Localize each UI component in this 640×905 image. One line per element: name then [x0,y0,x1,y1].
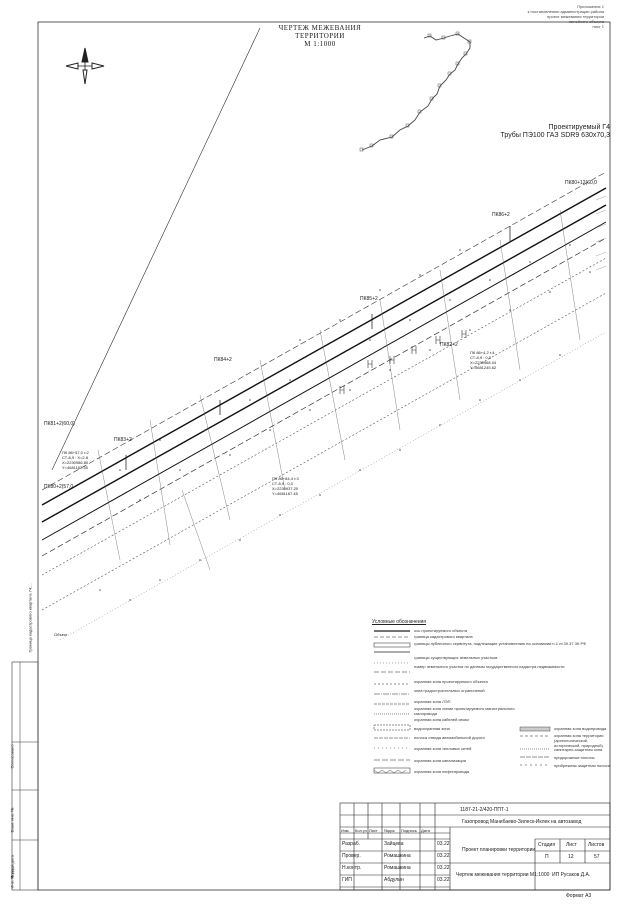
point-label-x: X=2230937.20 [272,486,299,491]
point-label-x: X=2230968.04 [470,360,497,365]
legend-item: границы существующих земельных участков [414,655,498,660]
corner-note-line: лист 1 [592,24,604,29]
legend-item: водоохранная зона [414,726,450,731]
legend-item: охранная зона нефтепровода [414,769,470,774]
tb-role: Провер. [342,853,361,859]
point-label-x: X=2230986.80 [62,460,89,465]
side-stamp-label: Инв. № подл. [9,863,15,889]
tb-col: Кол.уч [355,828,367,833]
tb-org: ИП Русаков Д.А. [552,872,591,878]
pipe-label-line-2: Трубы ПЭ100 ГАЗ SDR9 630х70,3 [500,132,610,139]
tb-drawing-name: Чертеж межевания территории М1:1000 [456,872,550,878]
tb-col: №док [384,828,395,833]
road-label: Объект [54,632,68,637]
point-label: ПК 86+84,4 т.3 СТ-8,9 : 0,0 X=2230937.20… [272,476,342,496]
legend-item: охранная зона кабелей связи [414,717,469,722]
legend-item-right: придорожные полосы [554,755,595,760]
tb-sheets: 57 [594,854,600,860]
tb-name: Ромашкина [384,865,411,871]
point-label-y: Y=4681245.62 [470,365,497,370]
legend-header: Условные обозначения [372,619,427,625]
tb-sheet-header: Лист [566,842,577,848]
pk-label: ПК80+12(60,0 [565,180,597,186]
tb-stage: П [545,854,549,860]
pk-label: ПК83+2 [114,437,132,443]
north-arrow-icon [65,47,105,85]
legend-item: ось проектируемого объекта [414,628,468,633]
tb-col: Дата [421,828,430,833]
corner-note-line: линейного объекта [568,19,604,24]
corner-note-line: проект межевания территории [547,14,604,19]
legend-item: номер земельного участка по данным госуд… [414,664,565,669]
tb-project: Газопровод Манибаево-Зилеск-Иклек на авт… [462,819,582,825]
tb-role: Н.контр. [342,865,362,871]
tb-sheet: 12 [568,854,574,860]
pk-label: ПК84+2 [214,357,232,363]
pk-label: ПК81+2(60,0) [44,421,75,427]
legend-item: зона градостроительных ограничений [414,688,485,693]
point-label-sub: СТ-8,9 : Х=2.8 [62,455,88,460]
pipe-label: Проектируемый Г4 Трубы ПЭ100 ГАЗ SDR9 63… [470,124,610,140]
legend-item-right: охранная зона территории (археологическо… [554,733,604,748]
legend-item: охранная зона канализации [414,758,466,763]
corner-note: Приложение 1 к постановлению администрац… [500,4,604,29]
legend-item: охранная зона тепловых сетей [414,746,472,751]
sheet-title-text: ЧЕРТЕЖ МЕЖЕВАНИЯ ТЕРРИТОРИИ [278,24,362,40]
tb-col: Изм. [341,828,350,833]
legend-item: охранная зона проектируемого объекта [414,679,488,684]
corner-note-line: к постановлению администрации района [527,9,604,14]
side-stamp-label: Согласовано [9,744,15,769]
pk-label: ПК80+2(57,0 [44,484,74,490]
pk-label: ПК85+2 [360,296,378,302]
legend-item: границы публичного сервитута, подлежащие… [414,641,587,646]
point-label-sub: СТ-8,9 : 0,0 [272,481,293,486]
tb-date: 03.22 [437,877,450,883]
pipe-label-line-1: Проектируемый Г4 [548,124,610,131]
tb-col: Подпись [401,828,417,833]
point-label-name: ПК 86+57,0 т.2 [62,450,89,455]
left-edge-label: Граница кадастрового квартала 74:... [27,583,33,653]
legend-item-right: санитарно-защитная зона [554,747,603,752]
tb-date: 03.22 [437,841,450,847]
tb-role: Разраб. [342,841,361,847]
tb-sheets-header: Листов [588,842,605,848]
legend-item-right: охранная зона водопровода [554,726,607,731]
tb-name: Зайцева [384,841,404,847]
tb-role: ГИП [342,877,352,883]
legend-item: полоса отвода автомобильной дороги [414,735,485,740]
pk-label: ПК82+2 [440,342,458,348]
sheet-title: ЧЕРТЕЖ МЕЖЕВАНИЯ ТЕРРИТОРИИ М 1:1000 [260,24,380,48]
tb-stage-header: Стадия [538,842,556,848]
tb-format: Формат А3 [566,893,592,899]
point-label-y: Y=4681162.35 [62,465,88,470]
point-label-y: Y=4681167.45 [272,491,298,496]
tb-name: Ромашкина [384,853,411,859]
point-label-name: ПК 86+4,2 т.4 [470,350,495,355]
point-label-name: ПК 86+84,4 т.3 [272,476,299,481]
point-label: ПК 86+4,2 т.4 СТ-8,9 : 0,0 X=2230968.04 … [470,350,540,370]
sheet-scale: М 1:1000 [304,40,336,48]
point-label: ПК 86+57,0 т.2 СТ-8,9 : Х=2.8 X=2230986.… [62,450,122,470]
tb-code: 1187-21-2/420-ППТ-1 [460,807,509,813]
tb-date: 03.22 [437,853,450,859]
corner-note-line: Приложение 1 [577,4,604,9]
tb-doc-name: Проект планировки территории [462,847,536,853]
legend-item: охранная зона линии проектируемого магис… [414,706,515,716]
point-label-sub: СТ-8,9 : 0,0 [470,355,491,360]
side-stamp-label: Взам. инв. № [9,807,15,833]
legend-item-right: прибрежная защитная полоса [554,763,610,768]
tb-date: 03.22 [437,865,450,871]
tb-col: Лист [369,828,378,833]
legend-item: граница кадастрового квартала [414,634,473,639]
tb-name: Абдулин [384,877,404,883]
pk-label: ПК86+2 [492,212,510,218]
legend-item: охранная зона ЛЭП [414,699,451,704]
